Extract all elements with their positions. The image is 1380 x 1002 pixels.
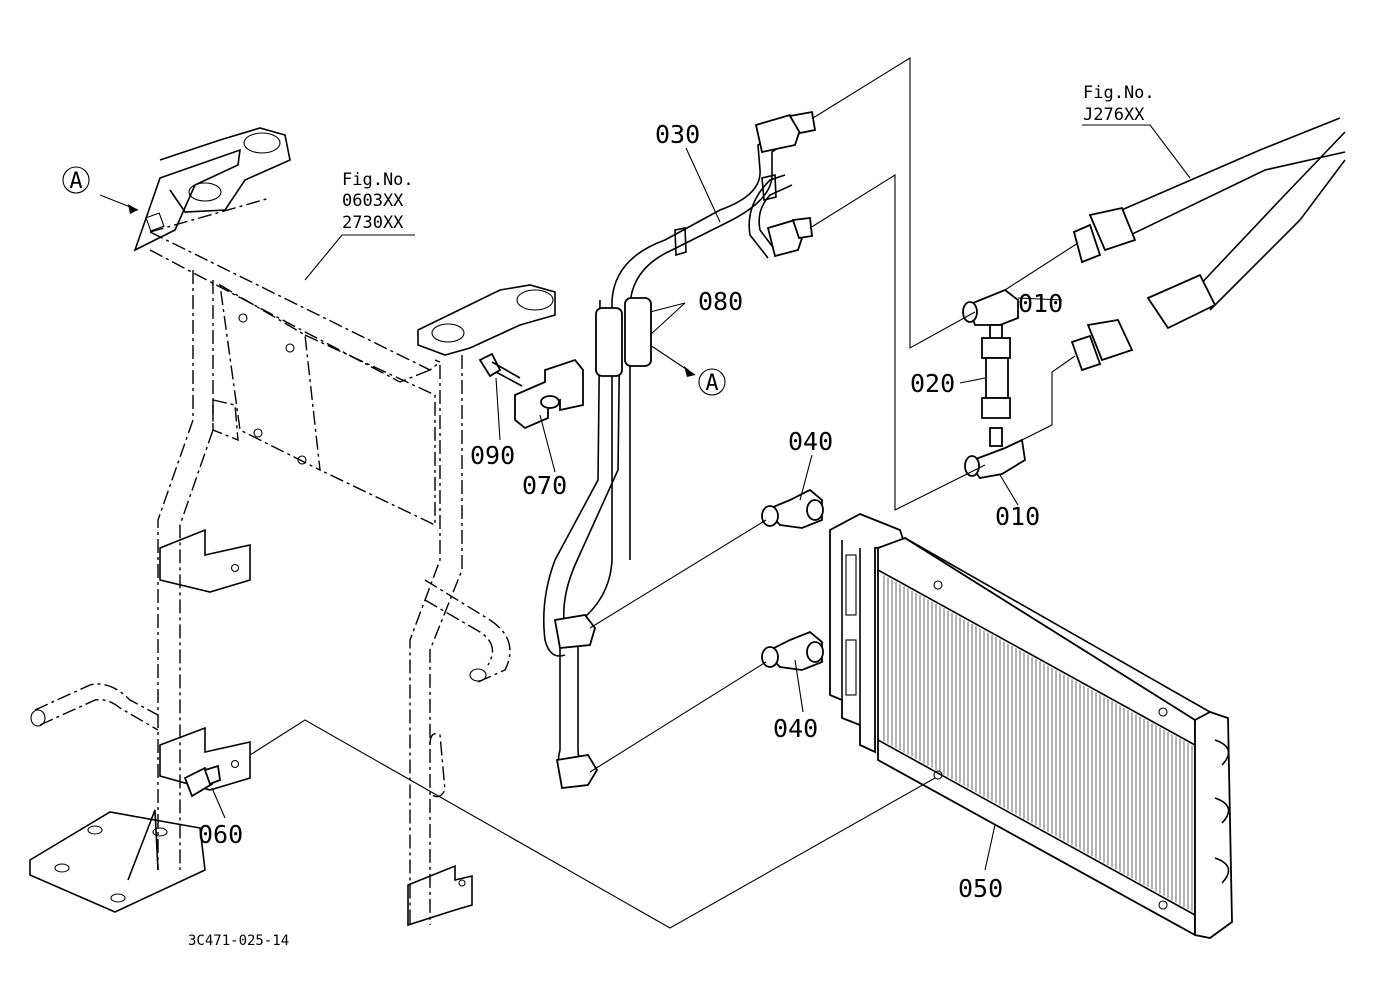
fig-ref-right: Fig.No. J276XX [1083,83,1155,125]
callout-060: 060 [198,820,243,849]
elbow-fitting-040-upper [761,488,824,529]
fig-ref-left: Fig.No. 0603XX 2730XX [342,170,414,233]
callout-050: 050 [958,874,1003,903]
elbow-fitting-040-lower [761,630,824,671]
oil-cooler-050 [829,513,1233,939]
callout-040-lower: 040 [773,714,818,743]
view-marker-a-left-label: A [69,169,82,194]
fig-ref-right-label: Fig.No. [1083,83,1155,103]
plug-060 [183,764,221,798]
callout-090: 090 [470,441,515,470]
callout-010-upper: 010 [1018,289,1063,318]
callout-040-upper: 040 [788,427,833,456]
reference-lines [99,57,1191,929]
callout-030: 030 [655,120,700,149]
fig-ref-left-label: Fig.No. [342,170,414,190]
view-marker-a-right: A [698,368,726,396]
clamp-070 [514,358,584,430]
pipe-assembly-030 [543,110,817,789]
filter-020 [981,337,1011,419]
fig-ref-right-number-1: J276XX [1083,105,1145,125]
tee-fitting-010-lower [964,427,1026,479]
callout-070: 070 [522,471,567,500]
view-marker-a-right-label: A [705,371,718,396]
callout-010-lower: 010 [995,502,1040,531]
frame-assembly [29,127,556,927]
view-marker-a-left: A [62,166,90,194]
callout-020: 020 [910,369,955,398]
fig-ref-left-number-2: 2730XX [342,213,404,233]
hoses-to-J276 [1070,117,1346,372]
fig-ref-left-number-1: 0603XX [342,191,404,211]
callout-080: 080 [698,287,743,316]
document-number: 3C471-025-14 [188,933,289,949]
bolt-090 [478,352,523,387]
